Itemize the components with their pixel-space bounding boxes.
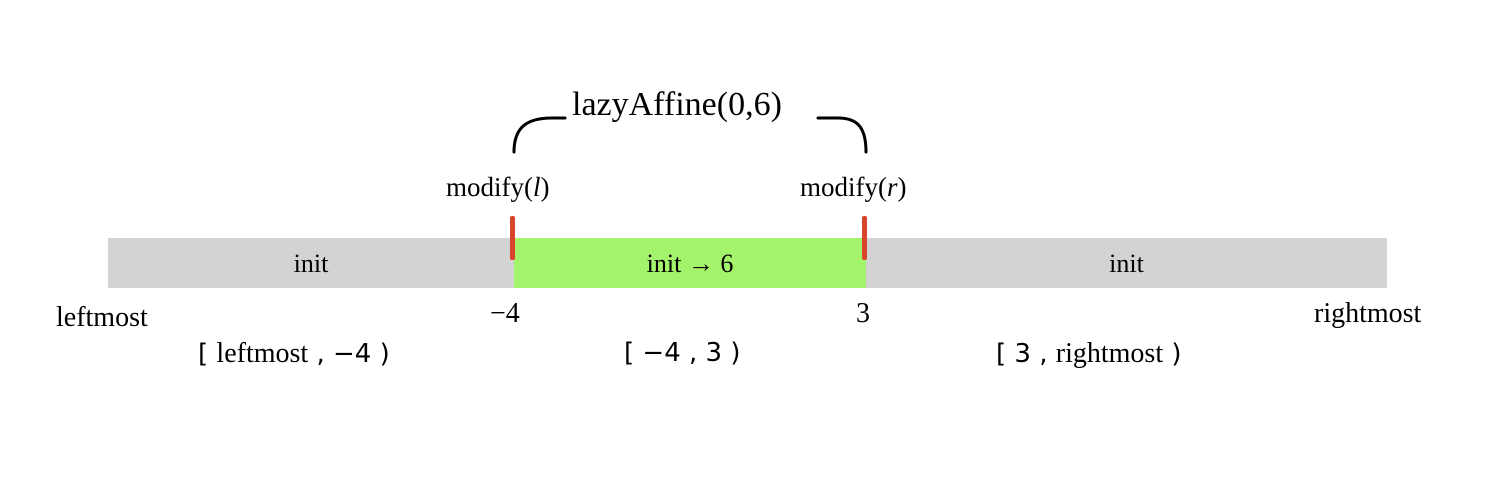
interval-left-open: [ xyxy=(198,339,209,369)
modify-r-text: modify( xyxy=(800,172,887,202)
segment-right-init: init xyxy=(866,238,1387,288)
split-marker-l xyxy=(510,216,515,260)
interval-left: [ leftmost , −4 ) xyxy=(198,338,390,370)
r-value-label: 3 xyxy=(856,298,870,329)
segment-modified: init → 6 xyxy=(514,238,866,288)
interval-left-end: −4 xyxy=(332,339,372,369)
segment-left-label: init xyxy=(293,249,329,278)
segment-left-init: init xyxy=(108,238,514,288)
interval-right-start: 3 xyxy=(1014,339,1031,369)
l-value-label: −4 xyxy=(490,298,520,329)
interval-right-open: [ xyxy=(996,339,1007,369)
modify-r-label: modify(r) xyxy=(800,172,907,203)
rightmost-label: rightmost xyxy=(1314,298,1422,329)
interval-right-close: ) xyxy=(1171,339,1182,369)
interval-middle-close: ) xyxy=(730,338,741,368)
modify-r-close: ) xyxy=(897,172,907,202)
interval-middle: [ −4 , 3 ) xyxy=(624,338,741,368)
leftmost-label: leftmost xyxy=(56,302,148,333)
interval-right: [ 3 , rightmost ) xyxy=(996,338,1182,370)
modify-l-label: modify(l) xyxy=(446,172,550,203)
modify-l-close: ) xyxy=(540,172,550,202)
interval-middle-start: −4 xyxy=(642,338,681,368)
interval-left-start: leftmost xyxy=(216,338,309,369)
interval-right-sep: , xyxy=(1039,339,1048,369)
interval-right-end: rightmost xyxy=(1055,338,1164,369)
interval-left-sep: , xyxy=(316,339,325,369)
interval-middle-end: 3 xyxy=(705,338,723,368)
split-marker-r xyxy=(862,216,867,260)
modify-r-var: r xyxy=(887,172,898,202)
interval-middle-open: [ xyxy=(624,338,635,368)
modify-l-var: l xyxy=(533,172,541,202)
interval-middle-sep: , xyxy=(689,338,698,368)
interval-left-close: ) xyxy=(379,339,390,369)
segment-right-label: init xyxy=(1109,249,1144,278)
segment-modified-label: init → 6 xyxy=(646,249,734,278)
lazy-affine-label: lazyAffine(0,6) xyxy=(572,86,782,123)
modify-l-text: modify( xyxy=(446,172,533,202)
